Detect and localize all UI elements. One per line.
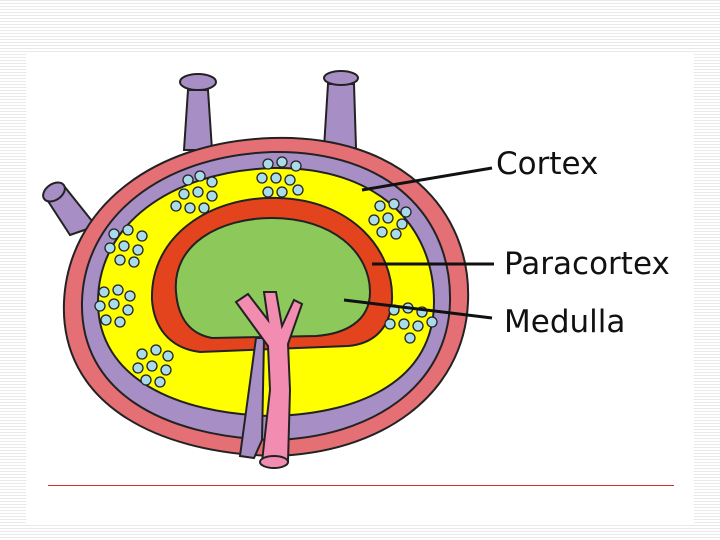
leader-lines <box>343 166 494 320</box>
cortex-label: Cortex <box>496 146 598 182</box>
follicle-cluster <box>368 198 412 240</box>
cortex-leader <box>361 166 493 192</box>
vessel-top-left <box>182 89 214 151</box>
paracortex-label: Paracortex <box>504 246 670 282</box>
hilum-artery <box>234 291 304 463</box>
follicles <box>94 156 438 388</box>
follicle-cluster <box>256 156 304 198</box>
vessel-top-left-opening <box>179 73 217 91</box>
follicle-cluster <box>132 344 174 388</box>
vessel-left-opening <box>42 181 66 203</box>
medulla-region <box>174 216 372 340</box>
medulla-label: Medulla <box>504 304 625 340</box>
vessel-top-right-opening <box>323 70 359 86</box>
footer-divider <box>48 485 674 486</box>
vessel-top-right <box>322 83 358 149</box>
medulla-leader <box>343 298 493 320</box>
follicle-cluster <box>104 224 148 268</box>
artery-opening <box>259 455 289 469</box>
follicle-cluster <box>94 284 136 328</box>
follicle-cluster <box>170 170 218 214</box>
